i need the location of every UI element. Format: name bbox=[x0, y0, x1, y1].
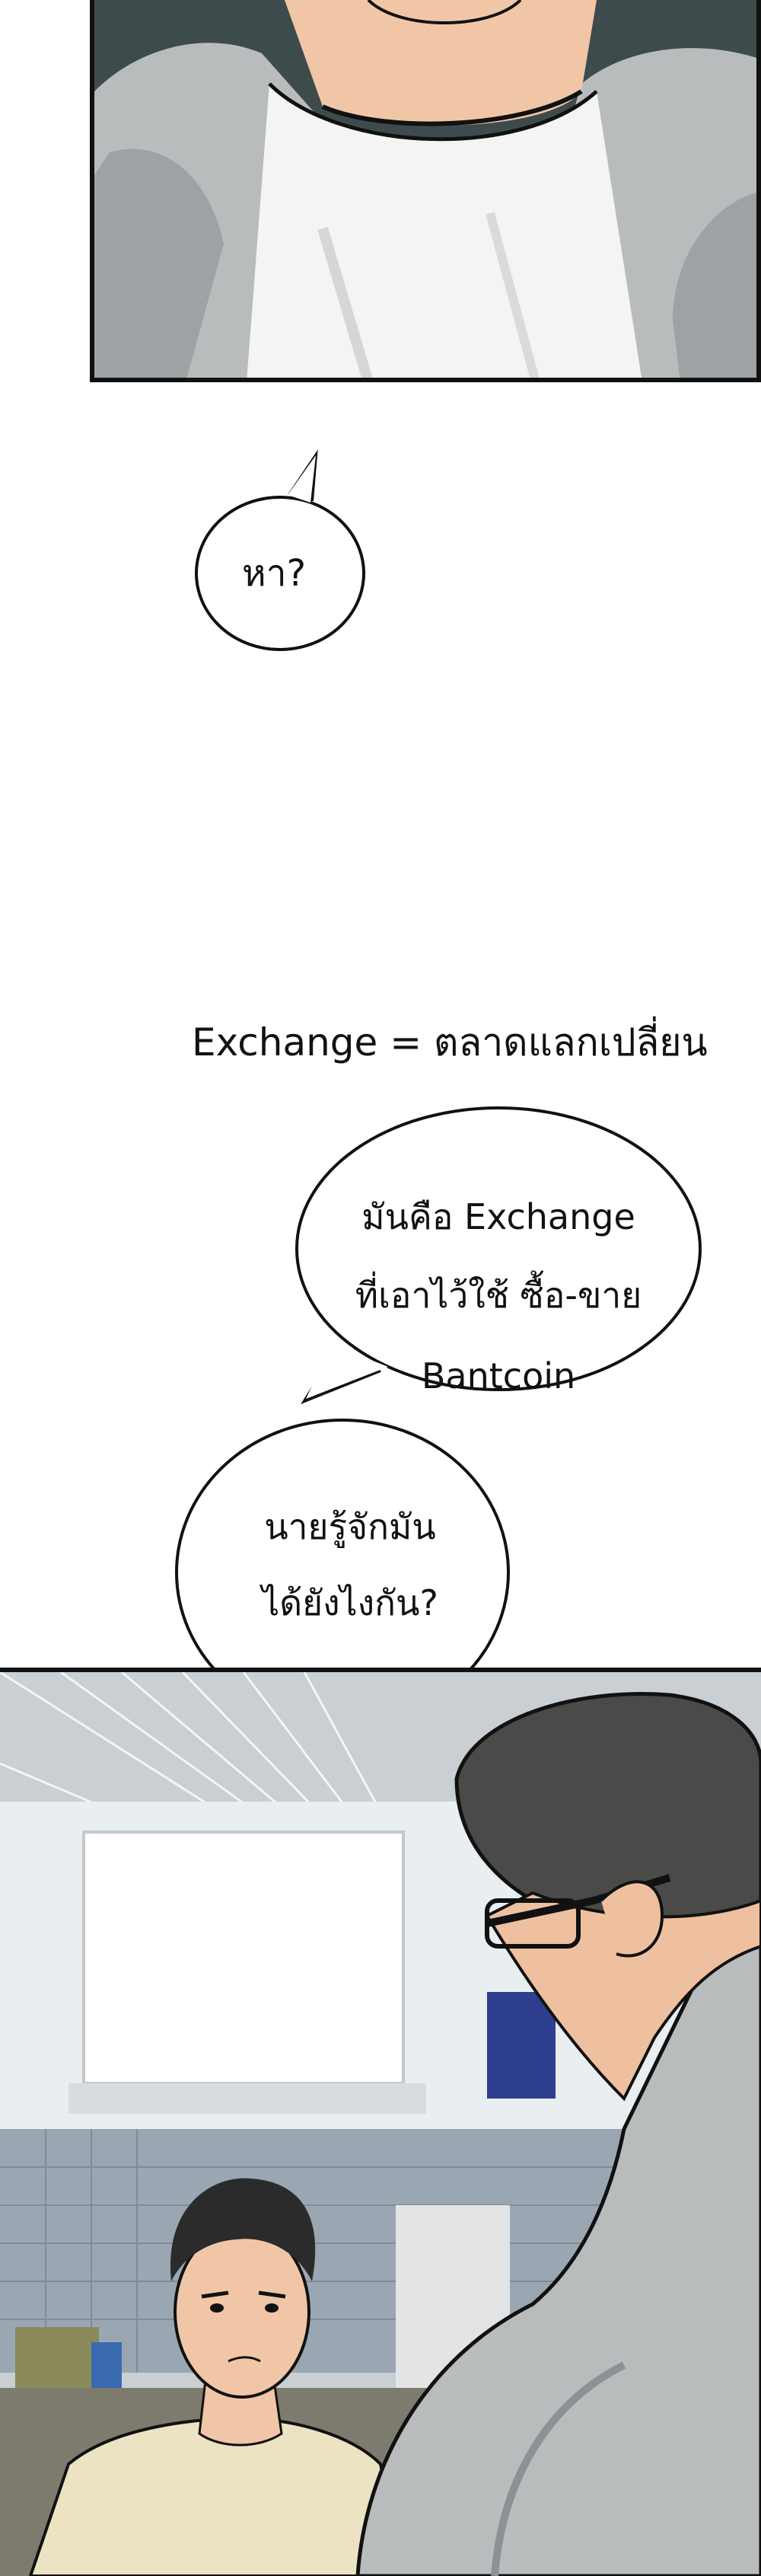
bubble-exchange-line1: มันคือ Exchange bbox=[361, 1196, 635, 1237]
speech-bubble-ha bbox=[195, 449, 365, 651]
bubble-exchange-line3: Bantcoin bbox=[421, 1355, 576, 1397]
bubble-how-line2: ได้ยังไงกัน? bbox=[262, 1582, 438, 1623]
bubble-ha-text: หา? bbox=[242, 552, 307, 595]
top-comic-panel bbox=[90, 0, 761, 382]
speech-bubble-exchange bbox=[295, 1106, 702, 1405]
bubble-how-line1: นายรู้จักมัน bbox=[264, 1506, 436, 1547]
bubble-exchange-line2: ที่เอาไว้ใช้ ซื้อ-ขาย bbox=[355, 1275, 642, 1316]
translation-note: Exchange = ตลาดแลกเปลี่ยน bbox=[192, 1020, 708, 1065]
hoodie-neck-illustration bbox=[94, 0, 756, 378]
bottom-comic-panel bbox=[0, 1668, 761, 2576]
two-characters-illustration bbox=[0, 1672, 761, 2576]
